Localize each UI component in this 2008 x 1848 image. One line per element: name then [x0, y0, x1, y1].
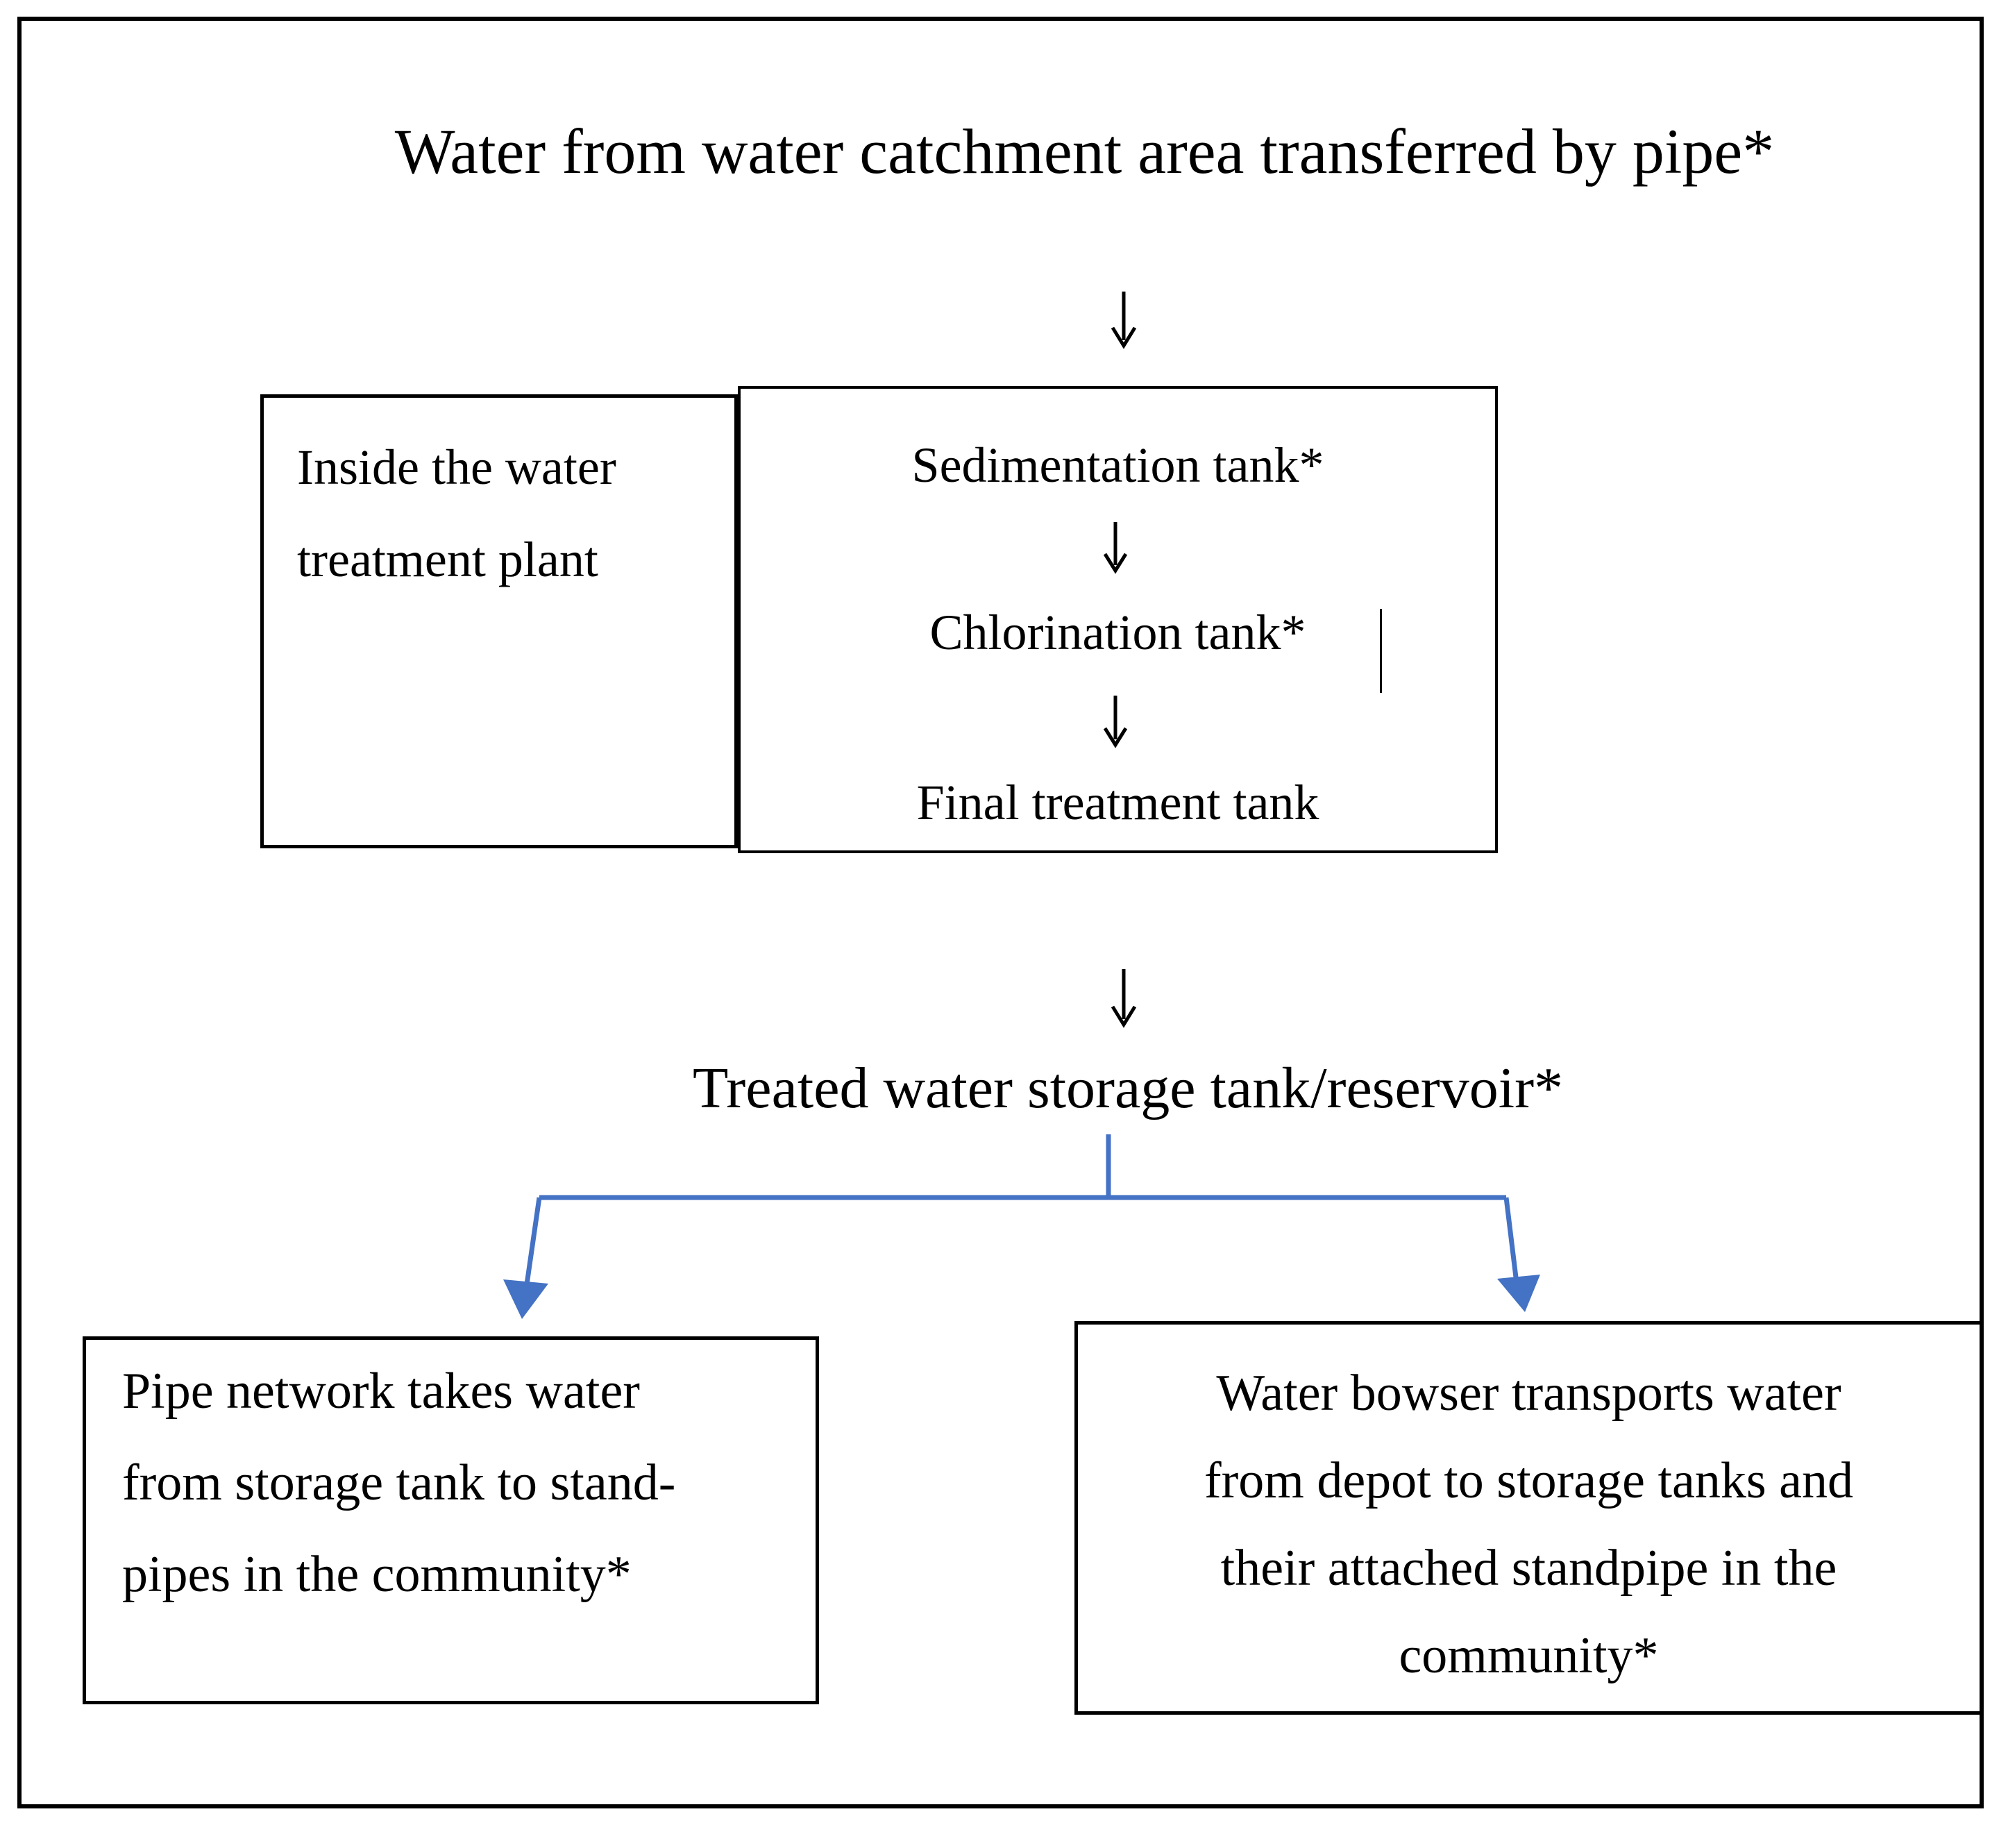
pipe-box-line: pipes in the community*: [122, 1546, 632, 1603]
bowser-box-line: their attached standpipe in the: [1220, 1540, 1837, 1597]
bowser-box-line: Water bowser transports water: [1216, 1365, 1841, 1422]
storage-tank-label: Treated water storage tank/reservoir*: [692, 1056, 1564, 1120]
pipe-network-box: Pipe network takes water from storage ta…: [83, 1336, 819, 1704]
step-final-treatment-tank: Final treatment tank: [916, 775, 1319, 830]
treatment-process-box: [738, 386, 1498, 853]
text-cursor-artifact: [1380, 609, 1382, 693]
step-chlorination-tank: Chlorination tank*: [929, 605, 1306, 660]
bowser-box-line: community*: [1399, 1627, 1659, 1684]
treatment-plant-label-box: Inside the water treatment plant: [260, 394, 738, 848]
pipe-box-line: from storage tank to stand-: [122, 1454, 676, 1511]
bowser-box-line: from depot to storage tanks and: [1204, 1452, 1854, 1509]
pipe-box-line: Pipe network takes water: [122, 1363, 640, 1420]
diagram-title: Water from water catchment area transfer…: [394, 116, 1775, 187]
water-bowser-box: Water bowser transports water from depot…: [1074, 1321, 1983, 1715]
diagram-frame: [17, 17, 1984, 1808]
plant-label-line: Inside the water: [297, 439, 616, 495]
plant-label-line: treatment plant: [297, 532, 598, 587]
step-sedimentation-tank: Sedimentation tank*: [911, 437, 1324, 493]
